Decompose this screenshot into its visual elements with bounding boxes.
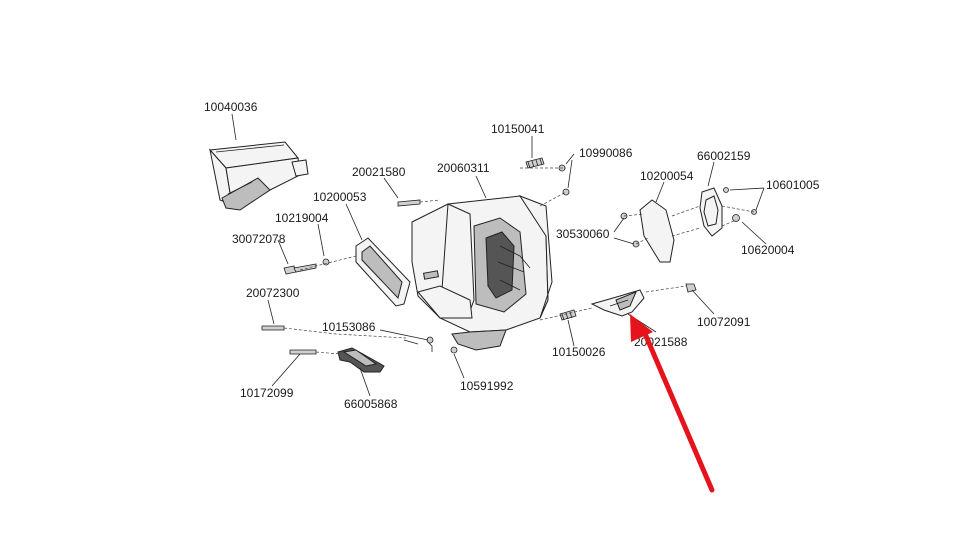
small-cover-drawing [699,187,723,237]
label-20072300: 20072300 [246,286,300,300]
label-10150026: 10150026 [552,345,606,359]
lever-bracket-drawing [590,289,645,317]
label-20021588: 20021588 [634,335,688,349]
part-labels: 10040036 10150041 10990086 20021580 2006… [204,100,820,411]
label-10601005: 10601005 [766,178,820,192]
lower-bracket-drawing [337,347,385,373]
label-66002159: 66002159 [697,149,751,163]
assembly-lines [283,167,755,355]
label-10150041: 10150041 [491,122,545,136]
label-10072091: 10072091 [697,315,751,329]
label-30072078: 30072078 [232,232,286,246]
label-10990086: 10990086 [579,146,633,160]
leader-lines [231,113,767,397]
label-10040036: 10040036 [204,100,258,114]
label-10620004: 10620004 [741,243,795,257]
red-pointer-arrow [630,314,715,493]
label-10172099: 10172099 [240,386,294,400]
label-10219004: 10219004 [275,211,329,225]
label-30530060: 30530060 [556,227,610,241]
air-intake-box-drawing [208,141,309,211]
gasket-plate-drawing [639,199,675,263]
label-10200054: 10200054 [640,169,694,183]
label-20060311: 20060311 [437,161,490,175]
label-10153086: 10153086 [322,320,376,334]
mesh-filter-panel-drawing [355,237,411,307]
fasteners-drawing [261,157,757,355]
label-10591992: 10591992 [460,379,514,393]
label-20021580: 20021580 [352,165,406,179]
main-housing-drawing [411,194,553,351]
label-66005868: 66005868 [344,397,398,411]
label-10200053: 10200053 [313,190,367,204]
